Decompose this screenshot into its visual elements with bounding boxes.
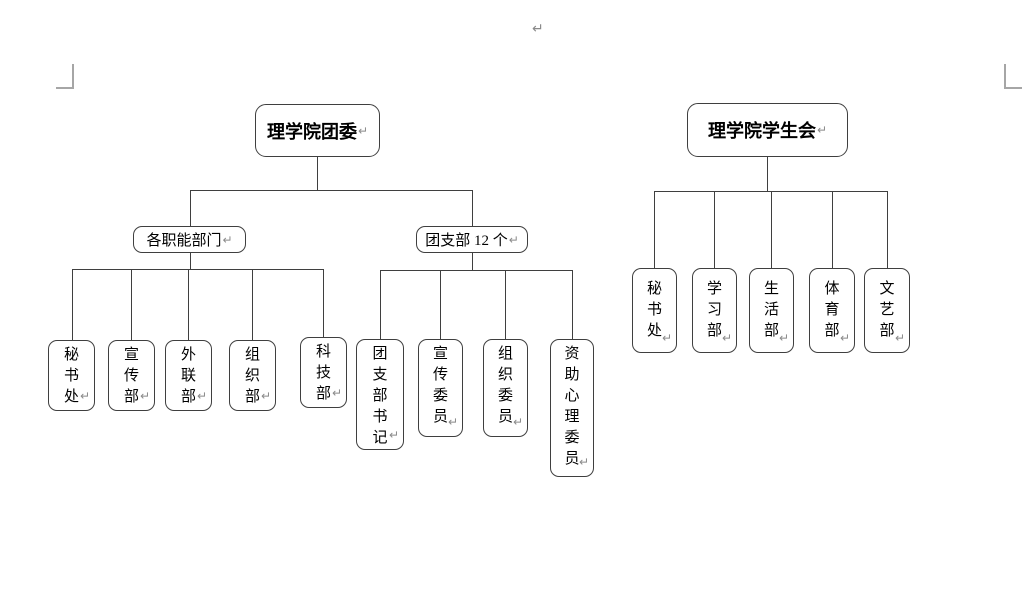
page-margin-mark-top-right-vertical xyxy=(1004,64,1006,89)
page-margin-mark-top-right-horizontal xyxy=(1005,87,1022,89)
connector-line xyxy=(380,270,572,271)
paragraph-mark: ↵ xyxy=(778,331,789,345)
connector-line xyxy=(472,190,473,226)
node-label: 宣传部 xyxy=(123,347,139,405)
connector-line xyxy=(190,190,191,226)
page-margin-mark-top-left-vertical xyxy=(72,64,74,89)
connector-line xyxy=(654,191,887,192)
paragraph-mark: ↵ xyxy=(894,331,905,345)
node-label: 学习部 xyxy=(706,281,722,339)
connector-line xyxy=(190,190,473,191)
node-box-publicity-member: 宣传委员 ↵ xyxy=(418,339,463,437)
node-box-su-secretariat: 秘书处 ↵ xyxy=(632,268,677,353)
node-label: 理学院学生会 xyxy=(707,121,816,141)
paragraph-mark: ↵ xyxy=(260,389,271,403)
node-label: 团支部 12 个 xyxy=(425,233,508,249)
connector-line xyxy=(188,269,189,340)
node-box-science-tech-dept: 科技部 ↵ xyxy=(300,337,347,408)
node-box-aid-psychology-member: 资助心理委员 ↵ xyxy=(550,339,594,477)
node-box-youth-league-root: 理学院团委↵ xyxy=(255,104,380,157)
node-label: 组织委员 xyxy=(497,346,513,425)
paragraph-mark: ↵ xyxy=(661,331,672,345)
paragraph-mark: ↵ xyxy=(388,428,399,442)
paragraph-mark: ↵ xyxy=(816,123,828,137)
node-box-league-branches: 团支部 12 个↵ xyxy=(416,226,528,253)
node-label: 资助心理委员 xyxy=(564,346,580,467)
connector-line xyxy=(572,270,573,339)
node-box-study-dept: 学习部 ↵ xyxy=(692,268,737,353)
connector-line xyxy=(131,269,132,340)
connector-line xyxy=(714,191,715,268)
connector-line xyxy=(440,270,441,339)
paragraph-mark: ↵ xyxy=(512,415,523,429)
connector-line xyxy=(252,269,253,340)
connector-line xyxy=(72,269,324,270)
node-label: 各职能部门 xyxy=(146,233,222,249)
node-label: 科技部 xyxy=(315,344,331,402)
paragraph-mark: ↵ xyxy=(578,455,589,469)
node-box-branch-secretary: 团支部书记 ↵ xyxy=(356,339,404,450)
node-label: 文艺部 xyxy=(879,281,895,339)
paragraph-mark: ↵ xyxy=(222,232,233,247)
connector-line xyxy=(472,253,473,270)
connector-line xyxy=(72,269,73,340)
paragraph-mark: ↵ xyxy=(447,415,458,429)
connector-line xyxy=(771,191,772,268)
paragraph-mark: ↵ xyxy=(721,331,732,345)
connector-line xyxy=(654,191,655,268)
node-label: 宣传委员 xyxy=(432,346,448,425)
node-box-sports-dept: 体育部 ↵ xyxy=(809,268,855,353)
node-box-organization-member: 组织委员 ↵ xyxy=(483,339,528,437)
node-box-secretariat: 秘书处 ↵ xyxy=(48,340,95,411)
node-label: 生活部 xyxy=(763,281,779,339)
node-label: 团支部书记 xyxy=(372,346,388,446)
page-margin-mark-top-left-horizontal xyxy=(56,87,73,89)
paragraph-mark: ↵ xyxy=(839,331,850,345)
connector-line xyxy=(380,270,381,339)
node-box-organization-dept: 组织部 ↵ xyxy=(229,340,276,411)
node-box-functional-departments: 各职能部门↵ xyxy=(133,226,246,253)
paragraph-mark: ↵ xyxy=(508,232,519,247)
paragraph-mark: ↵ xyxy=(196,389,207,403)
connector-line xyxy=(505,270,506,339)
node-box-external-liaison-dept: 外联部 ↵ xyxy=(165,340,212,411)
node-label: 秘书处 xyxy=(63,347,79,405)
node-label: 理学院团委 xyxy=(266,121,357,142)
connector-line xyxy=(767,157,768,191)
node-label: 秘书处 xyxy=(646,281,662,339)
node-label: 体育部 xyxy=(824,281,840,339)
paragraph-mark: ↵ xyxy=(139,389,150,403)
connector-line xyxy=(190,253,191,269)
node-box-life-dept: 生活部 ↵ xyxy=(749,268,794,353)
paragraph-mark: ↵ xyxy=(331,386,342,400)
paragraph-mark: ↵ xyxy=(532,21,544,37)
connector-line xyxy=(832,191,833,268)
paragraph-mark: ↵ xyxy=(79,389,90,403)
paragraph-mark: ↵ xyxy=(357,123,369,138)
connector-line xyxy=(887,191,888,268)
node-box-arts-dept: 文艺部 ↵ xyxy=(864,268,910,353)
connector-line xyxy=(317,157,318,190)
connector-line xyxy=(323,269,324,340)
node-box-publicity-dept: 宣传部 ↵ xyxy=(108,340,155,411)
node-box-student-union-root: 理学院学生会↵ xyxy=(687,103,848,157)
node-label: 组织部 xyxy=(244,347,260,405)
node-label: 外联部 xyxy=(180,347,196,405)
